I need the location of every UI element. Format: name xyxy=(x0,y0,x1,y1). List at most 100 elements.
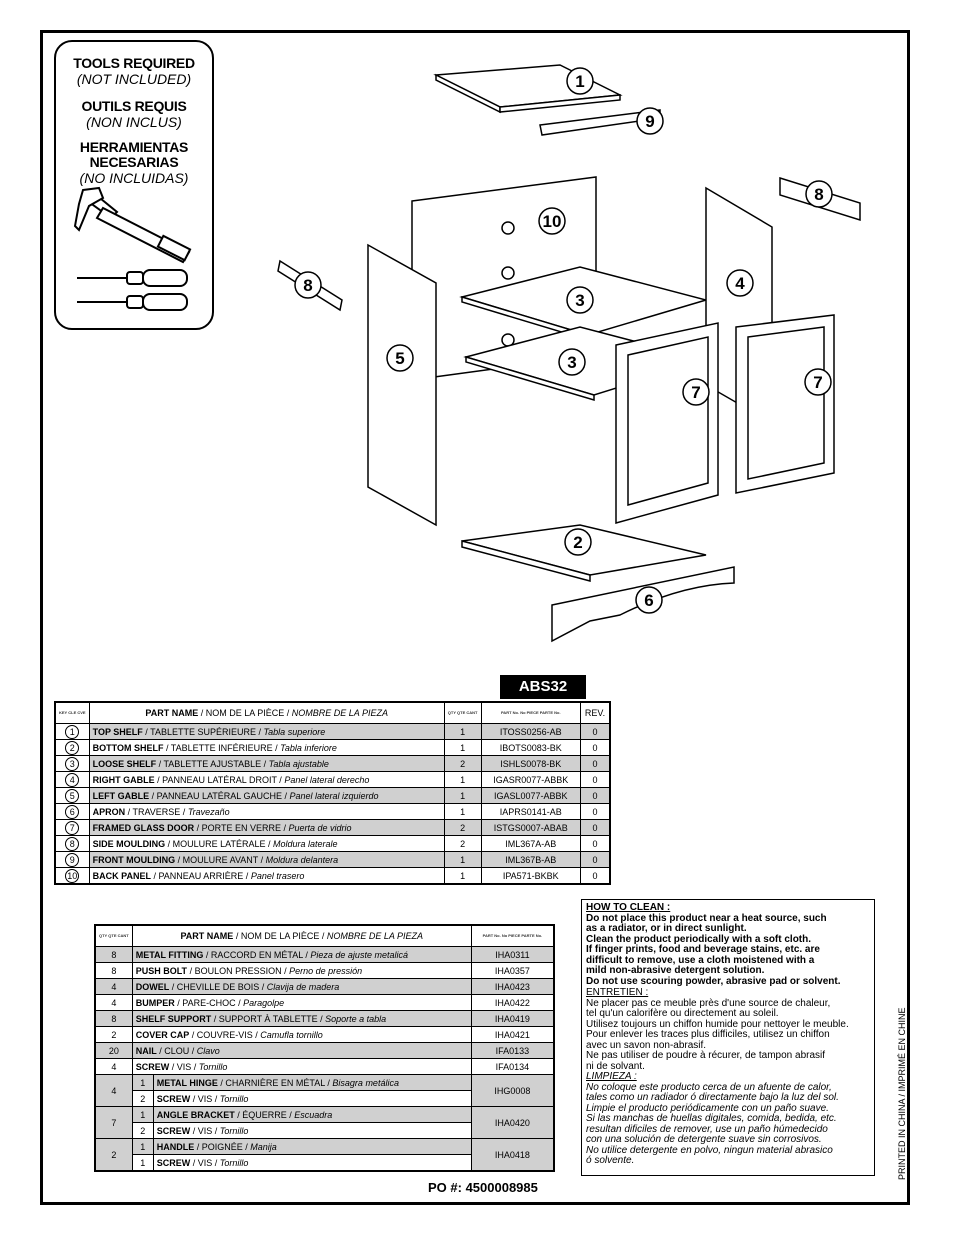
part-qty: 1 xyxy=(443,739,482,756)
hw-sub-qty: 1 xyxy=(131,1074,154,1091)
part-key: 7 xyxy=(54,819,90,836)
part-number: ISTGS0007-ABAB xyxy=(480,819,582,836)
callout-2: 2 xyxy=(564,528,592,556)
part-rev: 0 xyxy=(580,835,611,852)
callout-7-left: 7 xyxy=(682,378,710,406)
part-key: 9 xyxy=(54,851,90,868)
clean-line: mild non-abrasive detergent solution. xyxy=(586,965,765,976)
clean-line: Ne pas utiliser de poudre à récurer, de … xyxy=(586,1050,826,1061)
hw-qty: 8 xyxy=(94,962,133,979)
part-key: 6 xyxy=(54,803,90,820)
cleaning-instructions: HOW TO CLEAN : Do not place this product… xyxy=(581,899,875,1176)
part-key: 3 xyxy=(54,755,90,772)
hw-group-qty: 4 xyxy=(94,1074,133,1107)
callout-1: 1 xyxy=(566,67,594,95)
part-qty: 2 xyxy=(443,755,482,772)
hw-qty: 4 xyxy=(94,1058,133,1075)
part-name: LEFT GABLE / PANNEAU LATÉRAL GAUCHE / Pa… xyxy=(88,787,445,804)
callout-6: 6 xyxy=(635,586,663,614)
callout-9: 9 xyxy=(636,107,664,135)
part-number: IML367A-AB xyxy=(480,835,582,852)
callout-8-right: 8 xyxy=(805,180,833,208)
clean-line: tales como un radiador ó directamente ba… xyxy=(586,1092,839,1103)
part-key: 10 xyxy=(54,867,90,885)
hw-part-number: IHA0357 xyxy=(470,962,555,979)
part-name: SIDE MOULDING / MOULURE LATÉRALE / Moldu… xyxy=(88,835,445,852)
part-name: APRON / TRAVERSE / Travezaño xyxy=(88,803,445,820)
part-key: 1 xyxy=(54,723,90,740)
hw-sub-name: SCREW / VIS / Tornillo xyxy=(152,1090,472,1107)
callout-8-left-label: 8 xyxy=(303,276,312,295)
hw-sub-name: HANDLE / POIGNÉE / Manija xyxy=(152,1138,472,1155)
callout-4: 4 xyxy=(726,269,754,297)
part-key-circle: 4 xyxy=(65,772,80,787)
part-rev: 0 xyxy=(580,867,611,885)
clean-line: No coloque este producto cerca de un afu… xyxy=(586,1081,832,1093)
part-qty: 1 xyxy=(443,803,482,820)
part-name: RIGHT GABLE / PANNEAU LATÉRAL DROIT / Pa… xyxy=(88,771,445,788)
rev-header: REV. xyxy=(580,701,611,724)
hw-name: BUMPER / PARE-CHOC / Paragolpe xyxy=(131,994,472,1011)
key-header: KEY CLE CVE xyxy=(54,701,90,724)
hammer-icon xyxy=(73,186,192,264)
part-number: IGASR0077-ABBK xyxy=(480,771,582,788)
part-rev: 0 xyxy=(580,803,611,820)
callout-3-lower: 3 xyxy=(558,348,586,376)
tools-illustration xyxy=(73,186,192,311)
part-key-circle: 1 xyxy=(65,724,80,739)
clean-fr-title: ENTRETIEN : xyxy=(586,987,649,998)
hw-part-name-header: PART NAME / NOM DE LA PIÈCE / NOMBRE DE … xyxy=(131,924,472,947)
hw-group-part-number: IHG0008 xyxy=(470,1074,555,1107)
tools-es-title-2: NECESARIAS xyxy=(89,154,179,170)
callout-1-label: 1 xyxy=(575,72,584,91)
hw-name: PUSH BOLT / BOULON PRESSION / Perno de p… xyxy=(131,962,472,979)
part-rev: 0 xyxy=(580,819,611,836)
hardware-table: QTY QTE CANT PART NAME / NOM DE LA PIÈCE… xyxy=(94,924,555,1172)
part-name: LOOSE SHELF / TABLETTE AJUSTABLE / Tabla… xyxy=(88,755,445,772)
clean-line: as a radiator, or in direct sunlight. xyxy=(586,923,747,934)
part-number: ISHLS0078-BK xyxy=(480,755,582,772)
parts-table-header: KEY CLE CVE PART NAME / NOM DE LA PIÈCE … xyxy=(54,701,611,724)
part-qty: 2 xyxy=(443,819,482,836)
callout-8-right-label: 8 xyxy=(814,185,823,204)
part-qty: 1 xyxy=(443,867,482,885)
hw-name: SHELF SUPPORT / SUPPORT À TABLETTE / Sop… xyxy=(131,1010,472,1027)
part-key-circle: 9 xyxy=(65,852,80,867)
part-number: IGASL0077-ABBK xyxy=(480,787,582,804)
tools-en-sub: (NOT INCLUDED) xyxy=(76,71,192,87)
part-rev: 0 xyxy=(580,771,611,788)
callout-8-left: 8 xyxy=(294,271,322,299)
part-rev: 0 xyxy=(580,723,611,740)
model-number: ABS32 xyxy=(500,675,586,699)
hw-sub-qty: 2 xyxy=(131,1090,154,1107)
printed-in-china: PRINTED IN CHINA / IMPRIMÉ EN CHINE xyxy=(897,1007,907,1180)
part-no-header: PART No. No PIECE PARTE No. xyxy=(480,701,582,724)
clean-line: Ne placer pas ce meuble près d'une sourc… xyxy=(586,997,831,1009)
clean-line: Si las manchas de huellas digitales, com… xyxy=(586,1113,837,1124)
hw-qty: 8 xyxy=(94,946,133,963)
part-key-circle: 7 xyxy=(65,820,80,835)
part-number: IPA571-BKBK xyxy=(480,867,582,885)
callout-5-label: 5 xyxy=(395,349,404,368)
hw-qty-header: QTY QTE CANT xyxy=(94,924,133,947)
callout-10-label: 10 xyxy=(543,212,562,231)
part-number: ITOSS0256-AB xyxy=(480,723,582,740)
tools-es-sub: (NO INCLUIDAS) xyxy=(79,170,189,186)
hw-sub-name: ANGLE BRACKET / ÉQUERRE / Escuadra xyxy=(152,1106,472,1123)
hw-group-qty: 2 xyxy=(94,1138,133,1172)
